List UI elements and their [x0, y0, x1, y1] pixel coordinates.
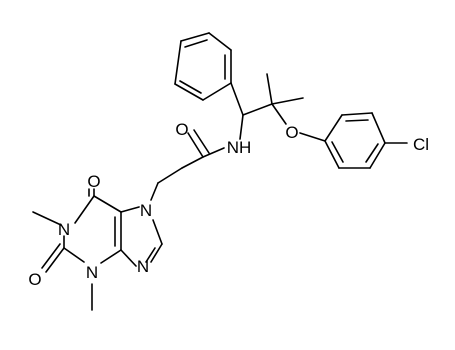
amide-oxygen-label: O	[175, 120, 188, 139]
central-chain	[150, 73, 304, 201]
carbonyl-oxygen-bottom-label: O	[28, 270, 41, 289]
n7-label: N	[140, 201, 152, 220]
n9-label: N	[137, 257, 149, 276]
phenyl-ring	[174, 32, 232, 101]
xanthine-core	[32, 188, 163, 311]
amide-nitrogen-label: NH	[227, 138, 252, 157]
n1-label: N	[58, 220, 70, 239]
n3-label: N	[86, 263, 98, 282]
chlorine-label: Cl	[413, 135, 429, 154]
carbonyl-oxygen-top-label: O	[87, 172, 100, 191]
chlorophenyl-ring	[299, 112, 408, 169]
ether-oxygen-label: O	[285, 123, 298, 142]
